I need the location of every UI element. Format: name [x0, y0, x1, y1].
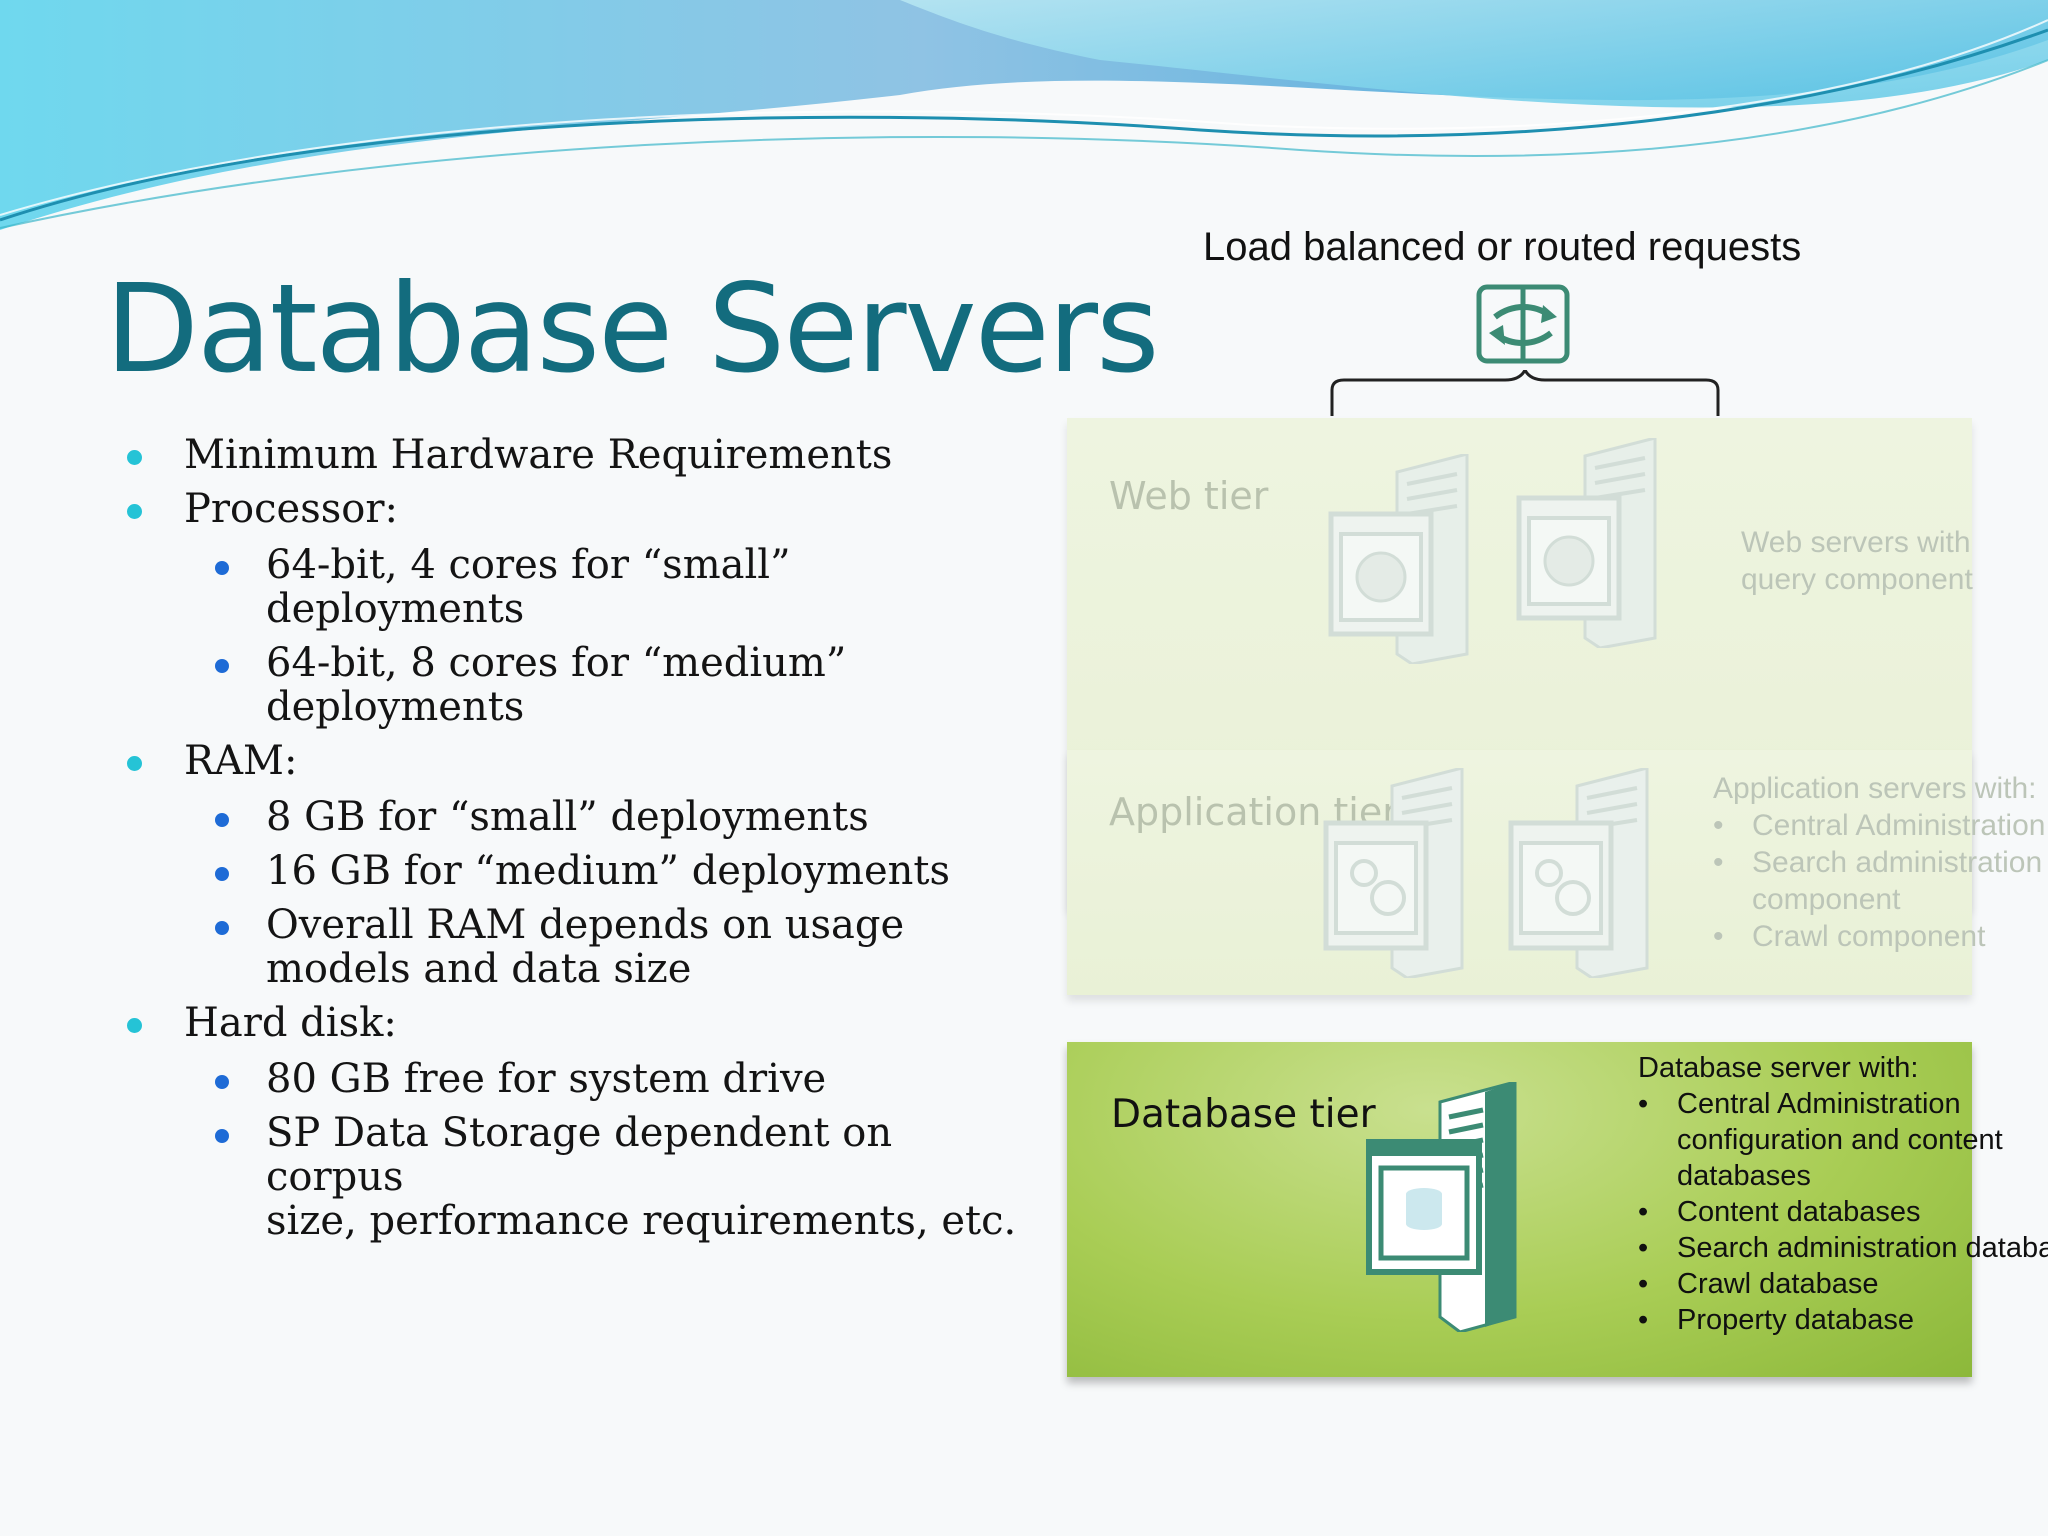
application-tier: Application tier Application servers wit… — [1067, 750, 2045, 995]
app-tier-desc-title: Application servers with: — [1713, 772, 2037, 805]
bullet-processor-small-line2: deployments — [266, 586, 525, 632]
bullet-dot — [127, 504, 142, 519]
bullet-processor-small-line1: 64-bit, 4 cores for “small” — [266, 542, 791, 588]
header-wave-decoration — [0, 0, 2048, 230]
web-tier-desc-line: query component — [1741, 563, 1973, 596]
db-tier-desc-title: Database server with: — [1638, 1052, 1919, 1084]
bullet-ram: RAM: — [184, 738, 298, 784]
db-tier-item: Central Administration — [1638, 1086, 2048, 1122]
sub-bullet-dot — [215, 867, 229, 881]
sub-bullet-dot — [215, 561, 229, 575]
db-tier-item-continued: databases — [1677, 1160, 1811, 1192]
bullet-min-hardware: Minimum Hardware Requirements — [184, 432, 893, 478]
database-tier: Database tier Database server with: Cent… — [1067, 1042, 2048, 1377]
bullet-dot — [127, 1018, 142, 1033]
database-server-icon — [1366, 1082, 1517, 1332]
bullet-ram-small: 8 GB for “small” deployments — [266, 794, 869, 840]
load-balancer-icon — [1476, 284, 1570, 364]
sub-bullet-dot — [215, 1075, 229, 1089]
db-tier-name: Database tier — [1111, 1092, 1376, 1137]
bullet-ram-overall-line1: Overall RAM depends on usage — [266, 902, 905, 948]
farm-topology-diagram: Load balanced or routed requests Web tie… — [1060, 210, 2048, 1410]
bullet-disk-storage-line3: size, performance requirements, etc. — [266, 1198, 1017, 1244]
slide-title: Database Servers — [105, 258, 1160, 400]
db-tier-item: Crawl database — [1638, 1266, 2048, 1302]
bullet-disk-storage-line1: SP Data Storage dependent on — [266, 1110, 893, 1156]
bracket-connector — [1330, 370, 1720, 416]
sub-bullet-dot — [215, 659, 229, 673]
app-tier-item: Central Administration — [1713, 807, 2045, 844]
bullet-processor: Processor: — [184, 486, 398, 532]
db-tier-item-continued: configuration and content — [1677, 1124, 2003, 1156]
bullet-hard-disk: Hard disk: — [184, 1000, 397, 1046]
sub-bullet-dot — [215, 1129, 229, 1143]
db-tier-item: Content databases — [1638, 1194, 2048, 1230]
bullet-ram-medium: 16 GB for “medium” deployments — [266, 848, 951, 894]
bullet-processor-medium-line2: deployments — [266, 684, 525, 730]
app-server-icon — [1323, 768, 1464, 978]
db-tier-item: Search administration database — [1638, 1230, 2048, 1266]
requirements-list: Minimum Hardware Requirements Processor:… — [0, 0, 1040, 1300]
app-server-icon — [1508, 768, 1649, 978]
app-tier-item: Search administration — [1713, 844, 2045, 881]
web-tier-description: Web servers with query component — [1741, 524, 1973, 598]
bullet-disk-system: 80 GB free for system drive — [266, 1056, 827, 1102]
web-tier-name: Web tier — [1109, 474, 1269, 518]
bullet-processor-medium-line1: 64-bit, 8 cores for “medium” — [266, 640, 847, 686]
bullet-ram-overall-line2: models and data size — [266, 946, 692, 992]
load-balancer-label: Load balanced or routed requests — [1203, 225, 1802, 269]
sub-bullet-dot — [215, 813, 229, 827]
sub-bullet-dot — [215, 921, 229, 935]
bullet-dot — [127, 450, 142, 465]
app-tier-item-continued: component — [1752, 883, 1901, 916]
web-server-icon — [1328, 454, 1469, 664]
db-tier-description: Database server with: Central Administra… — [1638, 1050, 2048, 1338]
db-tier-item: Property database — [1638, 1302, 2048, 1338]
bullet-disk-storage-line2: corpus — [266, 1154, 404, 1200]
bullet-dot — [127, 756, 142, 771]
web-tier-desc-line: Web servers with — [1741, 526, 1971, 559]
web-server-icon — [1516, 438, 1657, 648]
app-tier-item: Crawl component — [1713, 918, 2045, 955]
app-tier-description: Application servers with: Central Admini… — [1713, 770, 2045, 955]
